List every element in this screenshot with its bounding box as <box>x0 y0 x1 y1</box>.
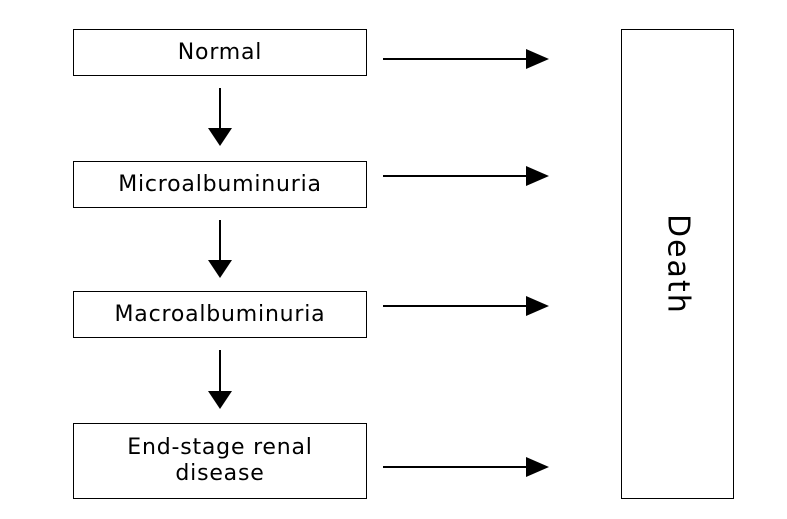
state-label-normal: Normal <box>177 39 263 65</box>
death-arrow-from-micro <box>383 166 549 186</box>
death-arrow-from-macro <box>383 296 549 316</box>
state-label-macroalbuminuria: Macroalbuminuria <box>114 301 326 327</box>
death-arrow-from-normal <box>383 49 549 69</box>
progression-arrow-micro-to-macro <box>208 220 232 278</box>
state-box-microalbuminuria: Microalbuminuria <box>73 161 367 208</box>
progression-arrow-normal-to-micro <box>208 88 232 146</box>
state-box-macroalbuminuria: Macroalbuminuria <box>73 291 367 338</box>
death-arrow-from-esrd <box>383 457 549 477</box>
progression-arrow-macro-to-esrd <box>208 350 232 409</box>
state-label-microalbuminuria: Microalbuminuria <box>118 171 322 197</box>
state-box-end-stage-renal-disease: End-stage renal disease <box>73 423 367 499</box>
state-label-end-stage-renal-disease: End-stage renal disease <box>127 435 313 486</box>
state-box-normal: Normal <box>73 29 367 76</box>
state-box-death: Death <box>621 29 734 499</box>
state-label-death: Death <box>660 213 696 315</box>
